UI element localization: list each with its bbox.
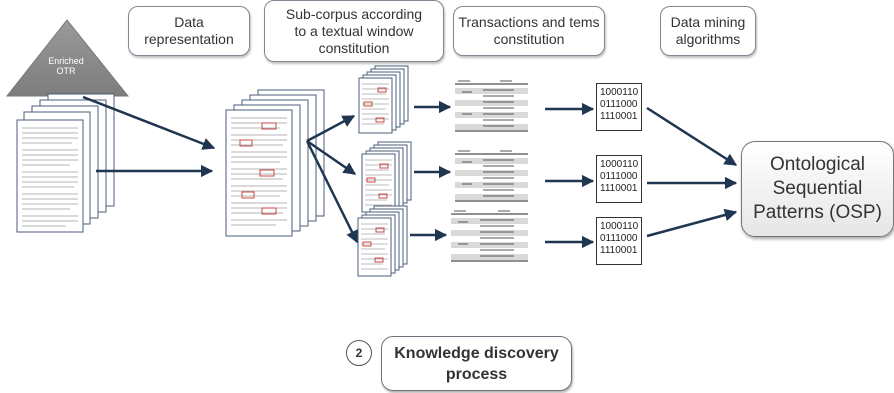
binary-matrix-2: 1000110 0111000 1110001	[596, 155, 642, 203]
matrix-row: 1000110	[600, 87, 639, 98]
sub-corpus-stack-2	[361, 141, 412, 213]
matrix-row: 1000110	[600, 159, 639, 170]
header-transactions: Transactions and tems constitution	[453, 6, 605, 56]
header-data-representation: Data representation	[128, 6, 250, 56]
binary-matrix-3: 1000110 0111000 1110001	[596, 217, 642, 265]
transaction-table-3	[451, 209, 528, 262]
matrix-row: 0111000	[600, 171, 638, 182]
source-document-stack	[16, 93, 115, 233]
header-data-mining: Data mining algorithms	[660, 6, 756, 56]
matrix-row: 0111000	[600, 233, 638, 244]
flow-arrows	[82, 95, 738, 249]
matrix-row: 1110001	[600, 245, 638, 256]
process-number-badge: 2	[346, 340, 372, 366]
transaction-table-2	[455, 149, 528, 202]
ontological-sequential-patterns-box: Ontological Sequential Patterns (OSP)	[741, 141, 894, 237]
sub-corpus-stack-1	[358, 65, 409, 134]
matrix-row: 0111000	[600, 99, 638, 110]
knowledge-discovery-box: Knowledge discovery process	[381, 336, 572, 391]
matrix-row: 1000110	[600, 221, 639, 232]
matrix-row: 1110001	[600, 183, 638, 194]
binary-matrix-1: 1000110 0111000 1110001	[596, 83, 642, 131]
annotated-document-stack	[225, 89, 325, 237]
header-sub-corpus: Sub-corpus according to a textual window…	[264, 0, 444, 62]
sub-corpus-stack-3	[357, 205, 408, 277]
enriched-otr-label: Enriched OTR	[48, 56, 84, 76]
transaction-table-1	[455, 79, 528, 132]
matrix-row: 1110001	[600, 111, 638, 122]
